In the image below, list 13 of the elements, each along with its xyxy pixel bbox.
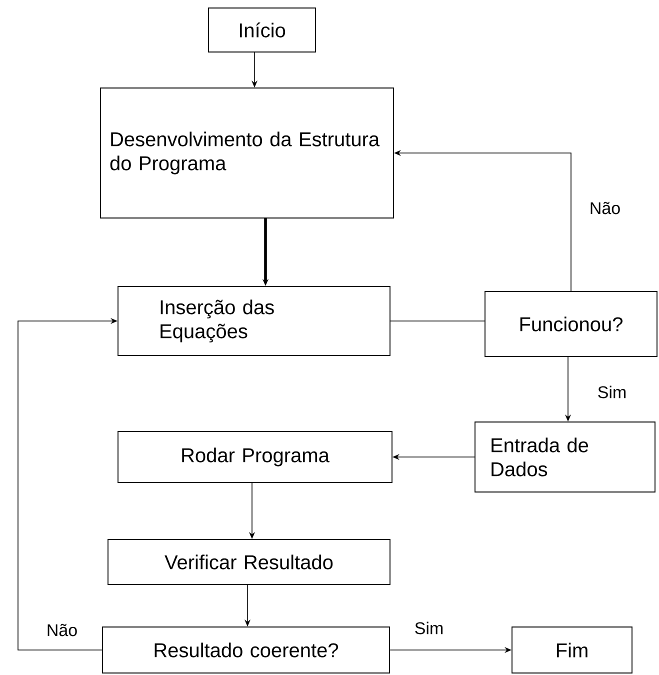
edge-label: Sim — [413, 620, 445, 636]
edge-label: Não — [45, 622, 79, 638]
process-box: Desenvolvimento da Estrutura do Programa — [100, 88, 394, 218]
terminal-box: Início — [208, 8, 316, 52]
terminal-box: Fim — [512, 626, 632, 674]
decision-box: Resultado coerente? — [102, 626, 390, 674]
edge-label: Sim — [596, 384, 628, 400]
process-box: Inserção das Equações — [118, 286, 390, 356]
process-box: Rodar Programa — [118, 431, 392, 483]
edge-label: Não — [588, 200, 622, 216]
process-box: Entrada de Dados — [474, 422, 656, 492]
decision-box: Funcionou? — [484, 291, 658, 357]
process-box: Verificar Resultado — [108, 539, 390, 585]
